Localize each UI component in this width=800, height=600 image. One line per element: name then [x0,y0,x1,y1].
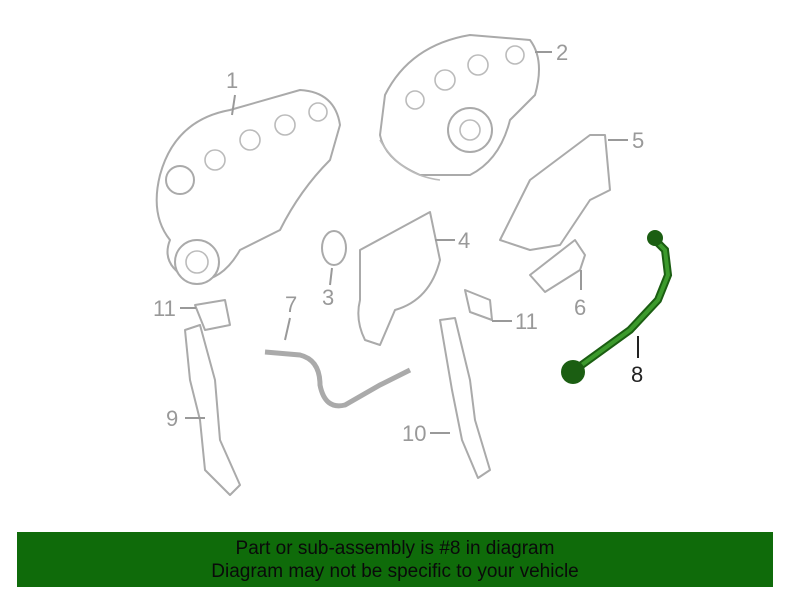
callout-11-left: 11 [153,296,176,321]
callout-9: 9 [166,406,178,431]
part-6-bracket[interactable] [529,239,586,293]
banner-line-disclaimer: Diagram may not be specific to your vehi… [211,561,579,582]
part-2-turbocharger[interactable] [379,34,540,181]
part-10-pipe[interactable] [439,317,491,479]
part-7-oil-line[interactable] [264,349,412,409]
callout-11-right: 11 [515,309,538,334]
part-4-heat-shield[interactable] [357,211,441,346]
part-9-pipe[interactable] [184,324,241,496]
callout-6: 6 [574,295,586,320]
part-5-heat-shield[interactable] [499,134,611,251]
callout-3: 3 [322,285,334,310]
callout-2: 2 [556,40,568,65]
part-8-highlighted-line[interactable] [561,230,673,384]
banner-line-part-number: Part or sub-assembly is #8 in diagram [235,538,555,559]
callout-5: 5 [632,128,644,153]
callout-8: 8 [631,362,643,387]
callout-10: 10 [402,421,426,446]
info-banner: Part or sub-assembly is #8 in diagram Di… [17,532,773,587]
part-3-gasket[interactable] [321,230,347,266]
callout-4: 4 [458,228,470,253]
callout-1: 1 [226,68,238,93]
parts-diagram: 1 2 3 4 5 6 7 8 9 10 11 11 [153,34,673,496]
part-1-turbocharger[interactable] [155,89,341,285]
callout-7: 7 [285,292,297,317]
part-11-gasket-right[interactable] [464,289,493,321]
part-11-gasket-left[interactable] [194,299,231,331]
